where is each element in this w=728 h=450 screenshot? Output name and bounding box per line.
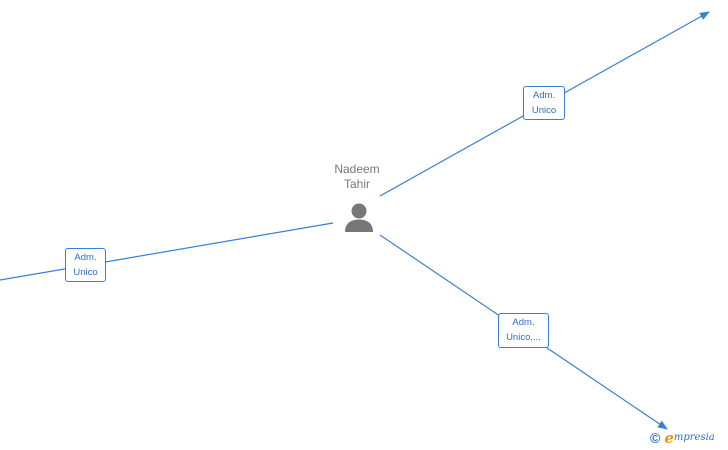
edge-left xyxy=(0,222,334,281)
person-name[interactable]: Nadeem Tahir xyxy=(319,162,395,192)
relation-role: Adm. xyxy=(74,252,97,263)
relation-label-left[interactable]: Adm. Unico xyxy=(65,248,106,282)
person-name-last: Tahir xyxy=(343,177,370,191)
empresia-watermark[interactable]: ©empresia xyxy=(650,430,715,446)
relation-label-lower-right[interactable]: Adm. Unico,... xyxy=(498,313,549,348)
person-icon[interactable] xyxy=(345,203,373,233)
relation-role: Adm. xyxy=(512,317,535,328)
logo-initial: e xyxy=(664,429,674,448)
logo-text: mpresia xyxy=(673,432,715,444)
relation-role: Adm. xyxy=(532,90,556,101)
person-name-first: Nadeem xyxy=(334,162,380,176)
copyright-icon: © xyxy=(650,430,661,447)
relation-role-detail: Unico xyxy=(531,105,557,116)
relation-role-detail: Unico xyxy=(73,267,98,278)
relation-role-detail: Unico,... xyxy=(506,332,541,343)
relation-label-upper-right[interactable]: Adm. Unico xyxy=(523,86,565,120)
